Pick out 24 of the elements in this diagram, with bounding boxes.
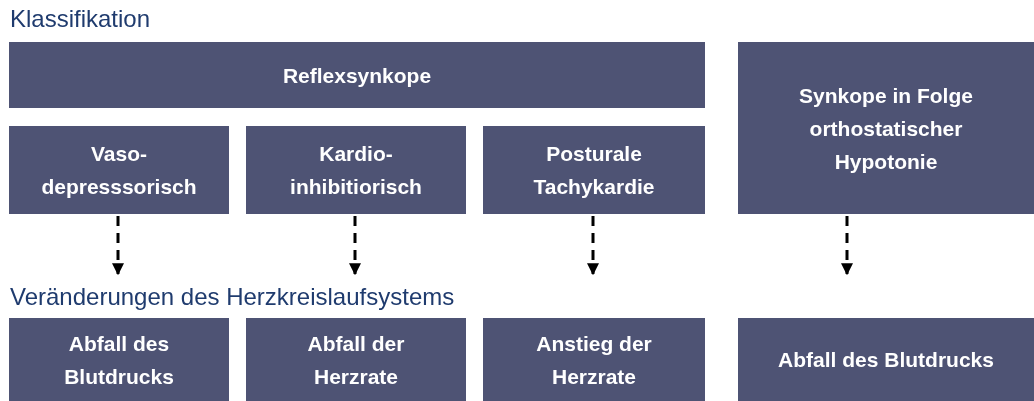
- heading: Klassifikation: [10, 4, 151, 34]
- dashed-arrow: [112, 216, 124, 276]
- box-label: Kardio- inhibitiorisch: [289, 141, 423, 200]
- dashed-arrow: [349, 216, 361, 276]
- category-box: [246, 318, 466, 401]
- box-label: Abfall des Blutdrucks: [778, 347, 994, 373]
- box-label: Synkope in Folge orthostatischer Hypotonie: [798, 82, 974, 175]
- box-label: Vaso- depresssorisch: [40, 141, 198, 200]
- box-label: Reflexsynkope: [282, 62, 432, 89]
- category-box: [9, 126, 229, 214]
- category-box: [483, 126, 705, 214]
- category-box: [738, 42, 1034, 214]
- box-label: Anstieg der Herzrate: [535, 330, 653, 390]
- section-heading: Veränderungen des Herzkreislaufsystems: [10, 282, 455, 312]
- category-box: [9, 318, 229, 401]
- category-box: [9, 42, 705, 108]
- box-label: Abfall der Herzrate: [306, 330, 406, 390]
- box-label: Posturale Tachykardie: [532, 141, 656, 200]
- dashed-arrow: [841, 216, 853, 276]
- box-label: Abfall des Blutdrucks: [63, 330, 175, 390]
- category-box: [246, 126, 466, 214]
- category-box: [738, 318, 1034, 401]
- category-box: [483, 318, 705, 401]
- dashed-arrow: [587, 216, 599, 276]
